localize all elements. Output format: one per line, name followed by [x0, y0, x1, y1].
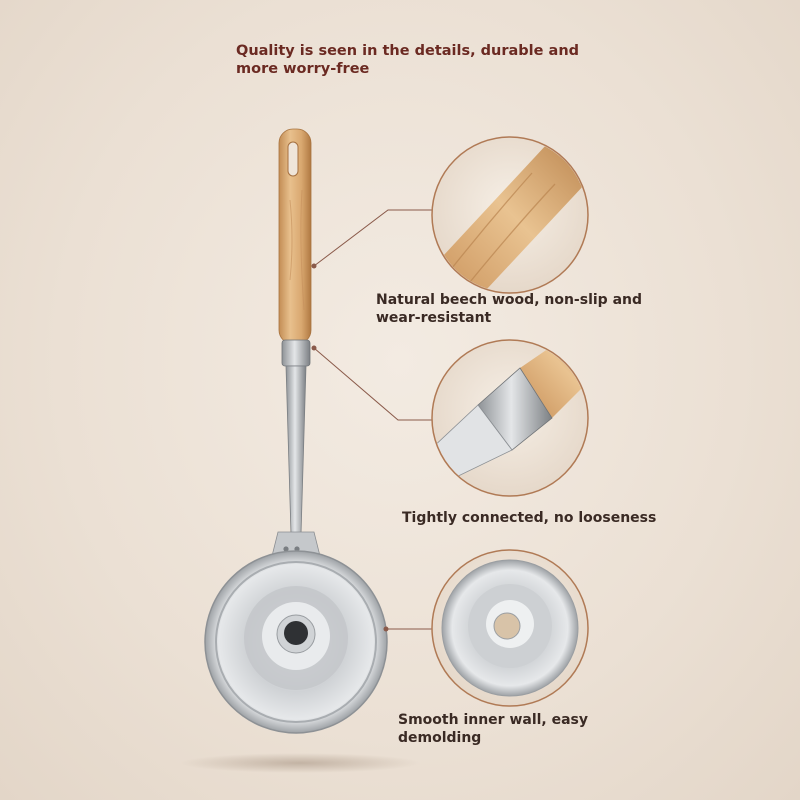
detail-circle-wood — [431, 136, 589, 294]
detail-circle-joint — [431, 339, 589, 497]
headline: Quality is seen in the details, durable … — [236, 43, 580, 77]
leader-lines — [313, 209, 436, 630]
steel-shaft — [285, 365, 307, 535]
caption-inner-wall: Smooth inner wall, easy demolding — [398, 712, 589, 746]
ladle-handle — [278, 128, 312, 345]
detail-circle-mold — [431, 549, 589, 707]
floor-shadow — [180, 753, 420, 773]
steel-ferrule — [281, 339, 311, 367]
bundt-mold — [204, 550, 388, 734]
caption-wood: Natural beech wood, non-slip and wear-re… — [376, 292, 643, 326]
caption-joint: Tightly connected, no looseness — [402, 510, 657, 526]
